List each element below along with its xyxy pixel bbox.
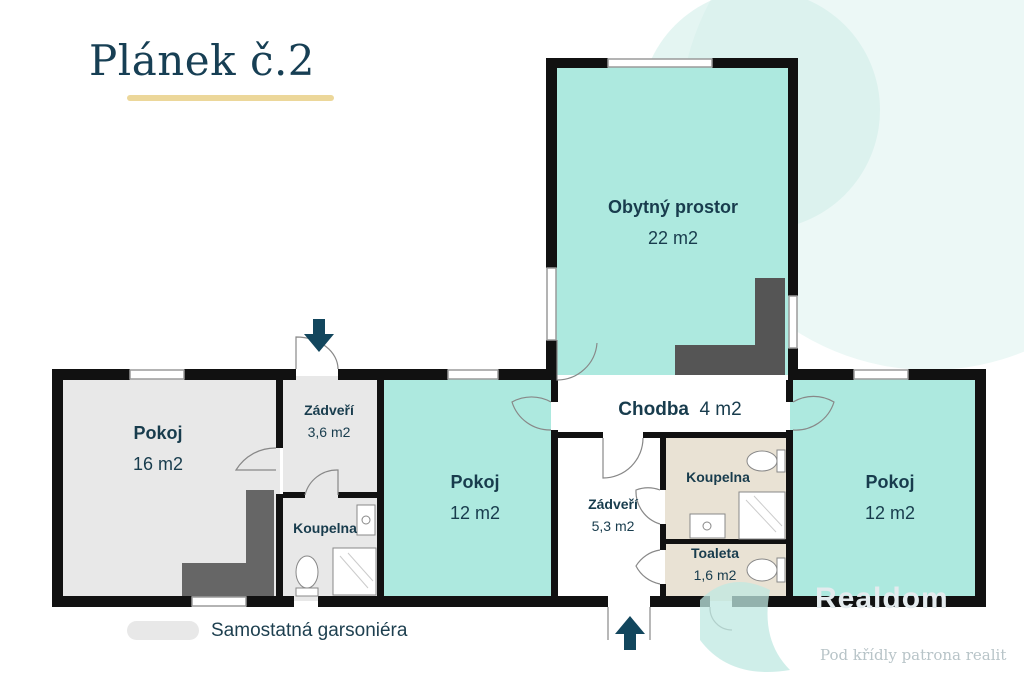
toilet-icon: [746, 449, 786, 473]
toilet-icon: [295, 555, 319, 597]
room-label-bathroom-left: Koupelna: [285, 520, 365, 538]
room-fill-room-12-right: [790, 376, 977, 601]
room-label-bathroom-right: Koupelna: [678, 469, 758, 487]
shower-icon: [738, 491, 786, 540]
walls: [52, 58, 986, 607]
brand-watermark: Realdom: [815, 582, 949, 615]
legend-label: Samostatná garsoniéra: [211, 620, 408, 641]
room-name: Toaleta: [691, 545, 739, 561]
room-area: 12 m2: [449, 502, 501, 523]
room-name: Chodba: [618, 399, 689, 420]
room-name: Zádveří: [304, 402, 354, 418]
room-name: Obytný prostor: [607, 197, 738, 217]
room-area: 12 m2: [864, 502, 916, 523]
windows: [129, 58, 909, 607]
room-name: Zádveří: [588, 496, 638, 512]
slogan: Pod křídly patrona realit: [820, 646, 1007, 664]
room-fill-vestibule-left: [283, 376, 379, 496]
brand-logo-mark: [700, 582, 790, 672]
room-label-vestibule-left: Zádveří 3,6 m2: [289, 402, 369, 441]
door-swing-icon: [234, 336, 835, 640]
room-name: Koupelna: [686, 469, 750, 485]
room-label-room-12-right: Pokoj 12 m2: [840, 471, 940, 524]
sink-icon: [356, 504, 376, 536]
counter-room-16: [182, 490, 274, 597]
room-area: 16 m2: [132, 453, 184, 474]
legend-swatch: [127, 621, 199, 640]
room-area: 5,3 m2: [591, 517, 635, 534]
entrance-arrow-icon: [615, 616, 645, 650]
toilet-icon: [746, 557, 786, 583]
room-name: Pokoj: [450, 472, 500, 492]
room-label-room-16: Pokoj 16 m2: [108, 422, 208, 475]
shower-icon: [332, 547, 377, 596]
room-label-room-12-left: Pokoj 12 m2: [425, 471, 525, 524]
room-fill-living: [553, 65, 791, 375]
title-underline: [127, 95, 334, 101]
room-area: 1,6 m2: [693, 566, 737, 583]
room-name: Pokoj: [133, 423, 183, 443]
room-fill-room-12-left: [383, 376, 551, 601]
entrance-arrow-icon: [304, 319, 334, 352]
sink-icon: [689, 513, 726, 539]
room-label-toilet: Toaleta 1,6 m2: [675, 545, 755, 584]
room-label-vestibule-center: Zádveří 5,3 m2: [573, 496, 653, 535]
page-title: Plánek č.2: [89, 36, 316, 85]
room-area: 22 m2: [647, 227, 699, 248]
room-name: Koupelna: [293, 520, 357, 536]
room-name: Pokoj: [865, 472, 915, 492]
room-area: 3,6 m2: [307, 423, 351, 440]
room-label-living: Obytný prostor 22 m2: [593, 196, 753, 249]
kitchen-counter: [675, 278, 785, 375]
room-label-hallway: Chodba 4 m2: [600, 398, 760, 422]
room-area: 4 m2: [699, 399, 742, 420]
